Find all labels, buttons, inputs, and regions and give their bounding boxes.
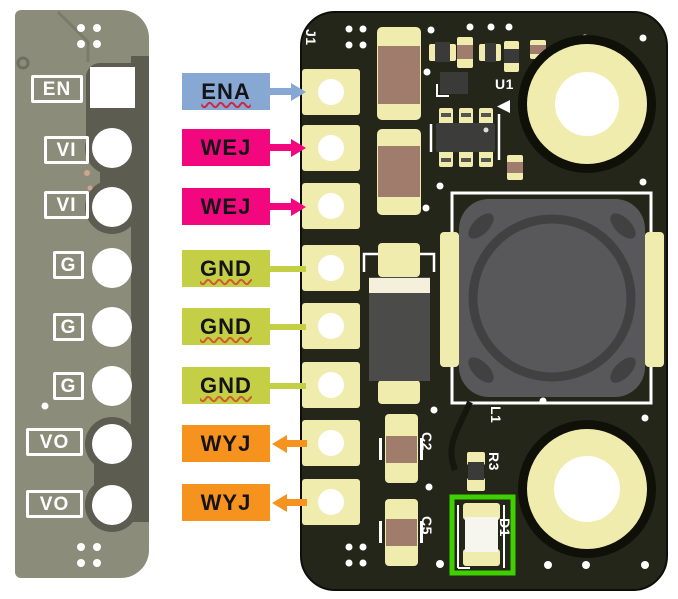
capacitor-b [377,129,421,215]
annotation-gnd-1: GND [182,250,306,287]
pin-label-text: EN [42,78,72,100]
arrow-shaft [270,144,291,151]
pin-label-g-1: G [53,251,84,279]
annotation-gnd-3: GND [182,367,306,404]
annotation-text: ENA [201,78,251,104]
arrow-left-icon [272,434,287,453]
arrow-right-icon [291,138,306,157]
edge-pads [302,69,360,525]
resistor-r3 [467,452,485,491]
pin-holes [92,128,132,525]
pin-label-en: EN [31,75,83,103]
arrow-shaft [270,203,291,210]
pin-label-g-3: G [53,372,84,400]
power-diode [362,243,436,404]
pin-label-vo-2: VO [26,490,83,518]
left-pcb-module [15,10,149,578]
annotation-text: WYJ [200,489,252,515]
pin-label-text: VO [39,493,70,515]
refdes-r3: R3 [486,452,502,471]
capacitor-a [377,27,421,120]
right-pcb-board [300,11,668,591]
dark-trace [448,400,473,472]
pin-label-vi-1: VI [44,136,89,164]
refdes-j1: J1 [303,29,319,46]
arrow-right-icon [291,197,306,216]
annotation-box: ENA [182,73,270,110]
annotation-text: GND [200,313,252,339]
annotation-text: WEJ [200,193,252,219]
arrow-shaft [287,499,307,506]
capacitor-c2 [379,414,423,483]
annotation-box: WEJ [182,188,270,225]
annotation-box: WYJ [182,425,270,462]
refdes-u1: U1 [495,76,514,92]
diode-d1-highlighted [449,494,516,576]
refdes-d1: D1 [497,518,513,537]
pin-label-vo-1: VO [26,428,83,456]
annotation-box: GND [182,308,270,345]
annotation-wyj-1: WYJ [182,425,307,462]
copper-trace [56,10,90,62]
connector-line [270,265,306,272]
annotation-ena: ENA [182,73,306,110]
pin-label-text: G [60,375,77,397]
solder-dot [84,170,90,176]
annotation-text: GND [200,255,252,281]
solder-dot [87,185,93,191]
via-dots-top [77,24,101,48]
via-dot [41,402,49,410]
pin-pad-en-square [90,67,135,108]
arrow-shaft [270,88,291,95]
arrow-right-icon [291,82,306,101]
annotation-wyj-2: WYJ [182,484,307,521]
via-ring [16,56,30,70]
regulator-ic-u1 [429,108,501,167]
annotation-text: WYJ [200,430,252,456]
inductor-l1 [440,191,664,405]
annotation-wej-2: WEJ [182,188,306,225]
pin1-triangle-marker [497,100,510,113]
passives-cluster [429,37,546,97]
pin-label-g-2: G [53,313,84,341]
capacitor-small [507,155,523,180]
arrow-shaft [287,440,307,447]
pin-label-text: G [60,254,77,276]
pin-label-text: VI [56,139,77,161]
green-highlight-box [449,494,516,576]
annotation-box: GND [182,367,270,404]
refdes-c2: C2 [419,432,435,451]
refdes-l1: L1 [488,406,504,424]
annotation-box: GND [182,250,270,287]
pin-label-vi-2: VI [44,191,89,219]
refdes-c5: C5 [419,516,435,535]
annotation-gnd-2: GND [182,308,306,345]
via-dots-bottom [77,543,101,567]
capacitor-c5 [379,499,423,566]
connector-line [270,323,306,330]
pin-label-text: VO [39,431,70,453]
annotation-text: WEJ [200,134,252,160]
annotation-wej-1: WEJ [182,129,306,166]
pin-label-text: VI [56,194,77,216]
arrow-left-icon [272,493,287,512]
mounting-hole-top [518,35,656,173]
annotation-text: GND [200,372,252,398]
connector-line [270,382,306,389]
annotation-box: WEJ [182,129,270,166]
mounting-hole-bottom [518,420,656,558]
annotation-box: WYJ [182,484,270,521]
pin-label-text: G [60,316,77,338]
